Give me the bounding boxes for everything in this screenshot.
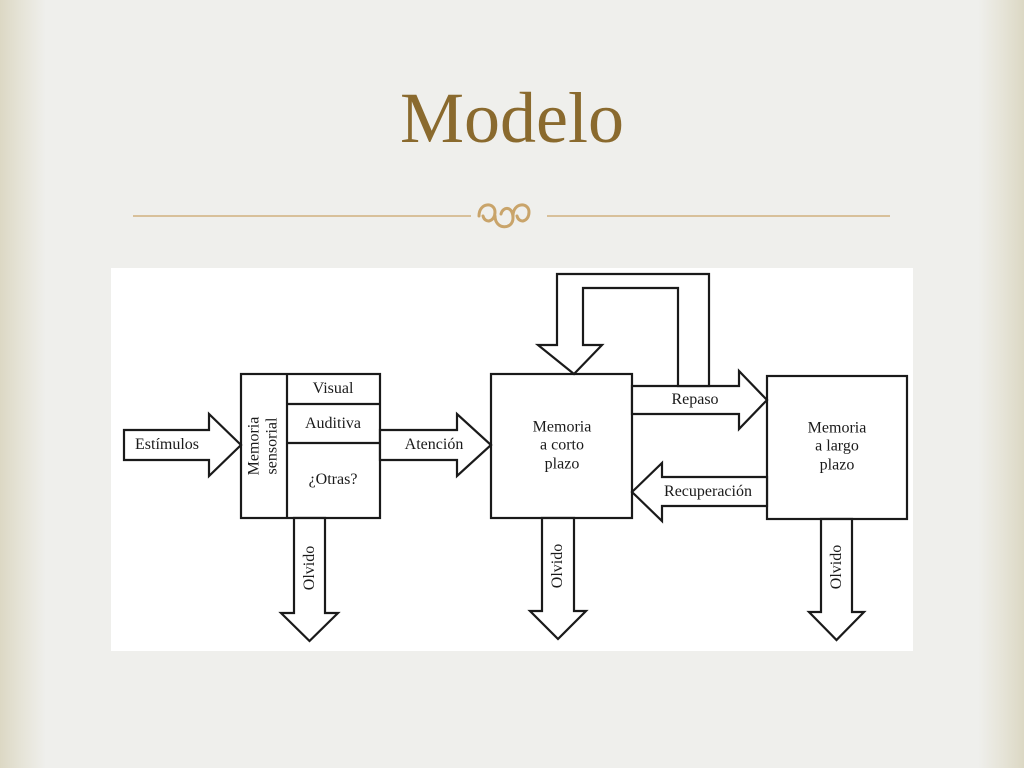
olvido-label-sensory: Olvido <box>300 545 318 591</box>
olvido-arrow-long <box>806 517 867 642</box>
estimulos-arrow <box>122 411 243 479</box>
atencion-label: Atención <box>404 435 464 453</box>
olvido-label-long: Olvido <box>827 544 845 590</box>
memoria-corto-plazo-label: Memoria a corto plazo <box>532 418 592 473</box>
ornament-icon <box>477 203 531 229</box>
olvido-arrow-sensory <box>278 516 341 643</box>
long-term-memory-box <box>765 374 909 521</box>
estimulos-label: Estímulos <box>134 435 200 453</box>
rehearsal-loop-arrow <box>534 272 711 388</box>
slide-title: Modelo <box>400 78 624 158</box>
repaso-label: Repaso <box>671 390 719 408</box>
title-divider <box>133 203 890 229</box>
recuperacion-label: Recuperación <box>664 482 752 500</box>
memoria-largo-plazo-label: Memoria a largo plazo <box>807 419 867 474</box>
atencion-arrow <box>378 411 493 479</box>
recuperacion-arrow <box>630 460 769 524</box>
olvido-arrow-short <box>527 516 589 641</box>
repaso-arrow <box>630 368 769 432</box>
auditiva-label: Auditiva <box>305 414 361 432</box>
visual-label: Visual <box>312 379 354 397</box>
memoria-sensorial-label: Memoria sensorial <box>245 416 281 476</box>
otras-label: ¿Otras? <box>308 470 358 488</box>
olvido-label-short: Olvido <box>548 543 566 589</box>
memory-model-diagram: Estímulos Memoria sensorial Visual Audit… <box>111 268 913 651</box>
